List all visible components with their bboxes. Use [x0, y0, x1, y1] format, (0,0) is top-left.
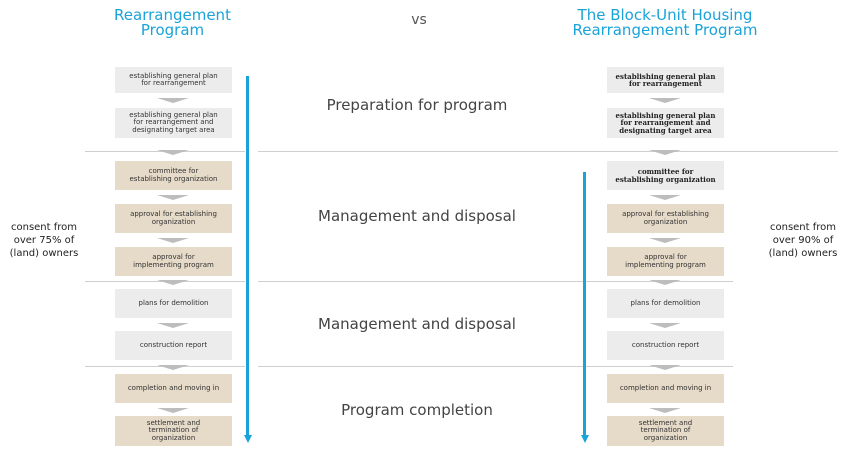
left-step-2-line-3: designating target area: [132, 125, 215, 134]
left-timeline-arrowhead: [243, 435, 252, 443]
right-step-7-line-1: construction report: [631, 340, 700, 349]
left-timeline-arrow: [246, 76, 249, 436]
stage-divider-2: [258, 281, 593, 282]
flow-chevron: [157, 195, 189, 200]
right-program-title: The Block-Unit Housing Rearrangement Pro…: [560, 8, 770, 38]
left-title-line-2: Program: [140, 21, 205, 39]
left-program-title: Rearrangement Program: [100, 8, 245, 38]
right-timeline-arrowhead: [580, 435, 589, 443]
left-step-3-line-1: committee for: [148, 167, 199, 175]
left-step-4-line-2: organization: [151, 217, 196, 226]
flow-chevron: [649, 195, 681, 200]
right-step-1-line-1: establishing general plan: [615, 71, 716, 81]
right-step-2-line-3: designating target area: [619, 125, 712, 135]
right-step-6-line-1: plans for demolition: [630, 298, 701, 307]
left-step-1-line-2: for rearrangement: [141, 79, 206, 87]
left-step-1-line-1: establishing general plan: [129, 71, 218, 80]
left-step-completion: completion and moving in: [115, 374, 232, 403]
right-timeline-arrow: [583, 172, 586, 436]
flow-chevron: [157, 280, 189, 285]
flow-chevron: [157, 408, 189, 413]
stage-label-preparation: Preparation for program: [326, 96, 508, 114]
right-step-2-line-2: for rearrangement and: [620, 118, 711, 128]
left-consent-line-1: consent from: [10, 222, 78, 233]
right-title-line-2: Rearrangement Program: [572, 21, 758, 39]
left-step-demolition: plans for demolition: [115, 289, 232, 318]
right-step-demolition: plans for demolition: [607, 289, 724, 318]
left-title-line-1: Rearrangement: [114, 6, 231, 24]
right-step-3-line-1: committee for: [637, 167, 694, 176]
flow-chevron: [649, 238, 681, 243]
right-step-completion: completion and moving in: [607, 374, 724, 403]
left-consent-note: consent from over 75% of (land) owners: [0, 221, 88, 260]
stage-label-completion: Program completion: [341, 401, 493, 419]
right-consent-note: consent from over 90% of (land) owners: [758, 221, 848, 260]
left-step-9-line-2: termination of: [148, 426, 199, 435]
left-step-7-line-1: construction report: [139, 340, 208, 349]
flow-chevron: [649, 280, 681, 285]
right-step-4-line-1: approval for establishing: [622, 210, 709, 218]
right-step-4-line-2: organization: [643, 217, 688, 226]
flow-chevron: [649, 323, 681, 328]
right-step-3-line-2: establishing organization: [615, 174, 716, 184]
flow-chevron: [157, 365, 189, 370]
right-step-5-line-2: implementing program: [625, 260, 706, 269]
left-consent-line-2: over 75% of: [13, 235, 75, 246]
left-step-4-line-1: approval for establishing: [130, 210, 217, 218]
left-step-5-line-2: implementing program: [133, 260, 214, 269]
right-step-9-line-3: organization: [643, 433, 688, 442]
left-step-3-line-2: establishing organization: [129, 174, 218, 183]
left-step-construction: construction report: [115, 331, 232, 360]
right-consent-line-3: (land) owners: [768, 248, 838, 259]
flow-chevron: [649, 98, 681, 103]
flow-chevron: [157, 150, 189, 155]
right-step-2-line-1: establishing general plan: [615, 110, 716, 120]
left-step-9-line-1: settlement and: [146, 418, 201, 427]
right-step-9-line-2: termination of: [640, 426, 691, 435]
flow-chevron: [157, 238, 189, 243]
right-consent-line-2: over 90% of: [772, 235, 834, 246]
left-step-2-line-1: establishing general plan: [129, 110, 218, 119]
left-step-2-line-2: for rearrangement and: [133, 118, 214, 127]
stage-divider-3: [258, 366, 593, 367]
stage-divider-1: [258, 151, 838, 152]
left-step-9-line-3: organization: [151, 433, 196, 442]
stage-label-management-1: Management and disposal: [318, 207, 516, 225]
left-step-6-line-1: plans for demolition: [138, 298, 209, 307]
right-step-9-line-1: settlement and: [638, 418, 693, 427]
stage-label-management-2: Management and disposal: [318, 315, 516, 333]
right-step-5-line-1: approval for: [644, 253, 687, 261]
flow-chevron: [157, 98, 189, 103]
right-step-1-line-2: for rearrangement: [628, 79, 702, 88]
left-step-8-line-1: completion and moving in: [127, 383, 220, 392]
right-title-line-1: The Block-Unit Housing: [577, 6, 753, 24]
flow-chevron: [649, 408, 681, 413]
right-step-8-line-1: completion and moving in: [619, 383, 712, 392]
flow-chevron: [649, 365, 681, 370]
flow-chevron: [157, 323, 189, 328]
left-step-5-line-1: approval for: [152, 253, 195, 261]
versus-label: vs: [411, 12, 427, 28]
left-consent-line-3: (land) owners: [9, 248, 79, 259]
right-step-construction: construction report: [607, 331, 724, 360]
right-consent-line-1: consent from: [769, 222, 837, 233]
flow-chevron: [649, 150, 681, 155]
